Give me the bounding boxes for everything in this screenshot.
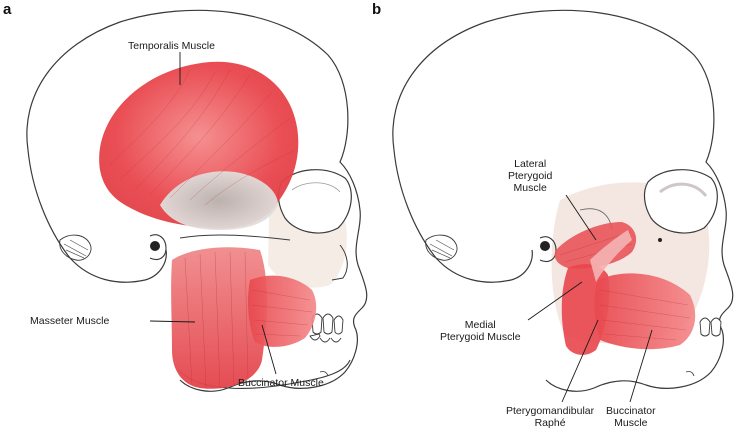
panel-b-buccinator-muscle — [594, 273, 696, 350]
panel-a-leader-lines — [149, 52, 277, 375]
panel-a-temporalis-muscle — [99, 61, 299, 230]
panel-letter-a: a — [3, 1, 12, 18]
panel-a-masseter-muscle — [171, 247, 267, 389]
buccinator-muscle-label-b: Buccinator Muscle — [606, 405, 656, 429]
panel-letter-b: b — [372, 1, 382, 18]
buccinator-muscle-label-a: Buccinator Muscle — [238, 377, 324, 389]
temporalis-muscle-label: Temporalis Muscle — [128, 40, 215, 52]
masseter-muscle-label: Masseter Muscle — [30, 315, 110, 327]
panel-b-leader-lines — [527, 194, 653, 403]
pterygomandibular-raphe-label: Pterygomandibular Raphé — [506, 405, 595, 429]
panel-a-buccinator-muscle — [247, 275, 317, 347]
lateral-pterygoid-muscle-label: Lateral Pterygoid Muscle — [508, 158, 553, 194]
medial-pterygoid-muscle-label: Medial Pterygoid Muscle — [440, 319, 521, 343]
